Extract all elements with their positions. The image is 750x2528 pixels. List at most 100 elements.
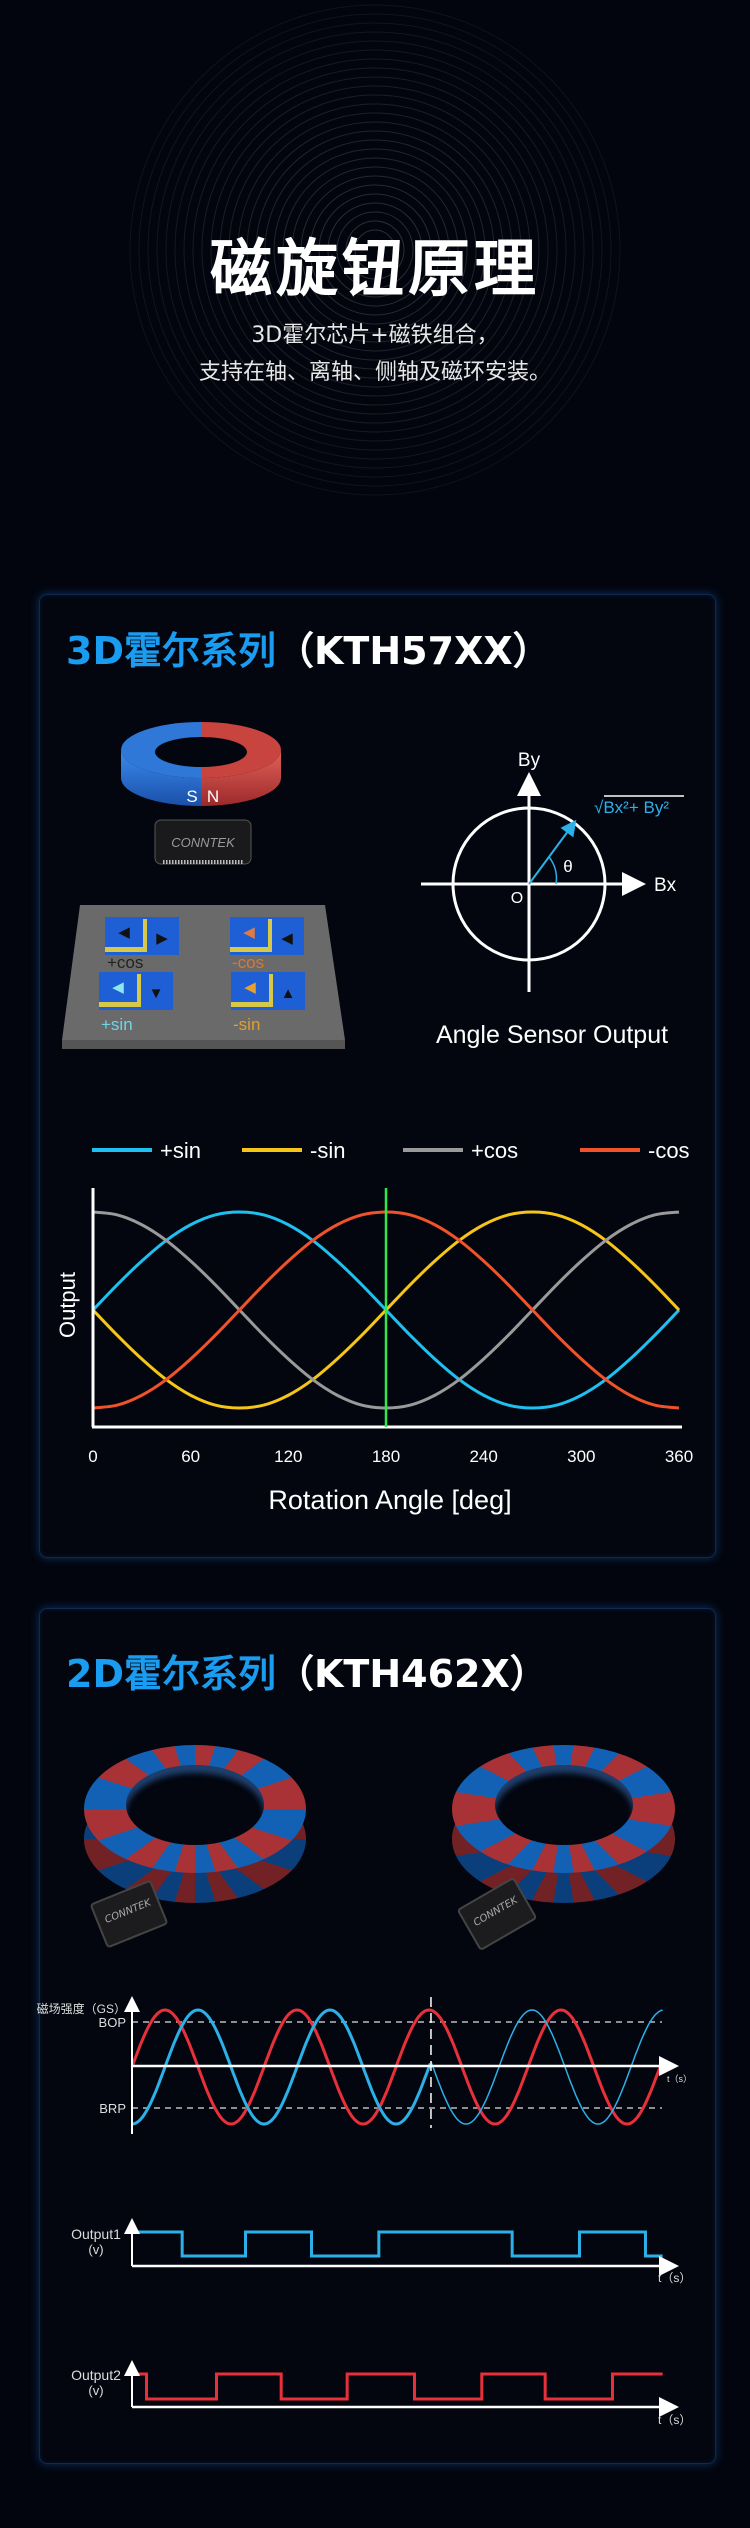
by-label: By [518, 750, 541, 771]
sensor-label: -cos [232, 953, 264, 972]
output2-unit: (v) [88, 2383, 103, 2398]
hero-ring [237, 112, 513, 388]
field-wave-blue [131, 2008, 432, 2126]
x-tick-label: 180 [372, 1447, 400, 1466]
page-title: 磁旋钮原理 [209, 232, 540, 305]
sensor-plate: ◀▶+cos◀◀-cos◀▼+sin◀▲-sin [62, 905, 345, 1049]
magnitude-formula: √Bx²+ By² [594, 798, 669, 817]
hero-ring [282, 157, 468, 343]
hero-ring [246, 121, 504, 379]
x-tick-label: 0 [88, 1447, 97, 1466]
brp-label: BRP [99, 2101, 126, 2116]
sensor-label: +cos [107, 953, 143, 972]
hero-ring [318, 193, 432, 307]
rotation-output-chart: +sin -sin +cos -cos 0 60 120 180 240 300 360 Outp… [55, 1138, 693, 1515]
hero-ring [309, 184, 441, 316]
hero-ring [300, 175, 450, 325]
section-3d-title: 3D霍尔系列（KTH57XX） [66, 620, 551, 675]
x-tick-label: 360 [665, 1447, 693, 1466]
legend-label: -sin [310, 1138, 345, 1163]
hero-ring [219, 94, 531, 406]
y-axis-label: 磁场强度（GS） [37, 2001, 126, 2016]
multipole-ring-magnet-right [452, 1745, 675, 1905]
theta-label: θ [563, 857, 572, 876]
field-wave-blue-reversed [430, 2009, 663, 2125]
output2-label: Output2 [71, 2367, 121, 2383]
hero-ring [327, 202, 423, 298]
hero-subtitle-line1: 3D霍尔芯片+磁铁组合， [251, 323, 499, 348]
hero-ring [138, 13, 612, 487]
hero-ring [345, 220, 405, 280]
arrow-icon: ▲ [281, 985, 296, 1002]
hero-ring [147, 22, 603, 478]
hero-rings-decoration [129, 4, 621, 496]
x-axis-label: Rotation Angle [deg] [268, 1485, 511, 1515]
hero-ring [264, 139, 486, 361]
ring-magnet-2-pole: S N [121, 722, 281, 806]
hero-ring [165, 40, 585, 460]
arrow-icon: ▶ [156, 930, 168, 947]
angle-sensor-diagram: By Bx O θ √Bx²+ By² Angle Sensor Output [421, 750, 684, 1049]
hall-sensor-element--cos: ◀ ◀ -cos [230, 917, 304, 972]
angle-diagram-caption: Angle Sensor Output [436, 1021, 668, 1049]
arrow-icon: ◀ [244, 979, 256, 996]
output2-chart: Output2 (v) t（s） [71, 2360, 691, 2427]
bx-label: Bx [654, 875, 677, 896]
y-axis-label: Output [55, 1272, 80, 1338]
hero-ring [336, 211, 414, 289]
arrow-icon: ◀ [112, 979, 124, 996]
section-2d-title-series: 2D霍尔系列 [66, 1652, 276, 1696]
legend-label: -cos [648, 1138, 690, 1163]
multipole-ring-magnet-left [84, 1745, 306, 1905]
arrow-icon: ◀ [118, 924, 130, 941]
hero-ring [354, 229, 396, 271]
field-vector [528, 819, 577, 885]
section-2d-title: 2D霍尔系列（KTH462X） [66, 1643, 548, 1698]
hero-ring [255, 130, 495, 370]
output2-wave [132, 2372, 663, 2401]
section-2d-title-model: （KTH462X） [275, 1652, 548, 1696]
time-axis-label: t（s） [658, 2413, 691, 2427]
arrow-icon: ◀ [281, 930, 293, 947]
hero-ring [291, 166, 459, 334]
hall-sensor-element--sin: ◀ ▲ -sin [231, 972, 305, 1034]
hero-ring [192, 67, 558, 433]
section-3d-title-model: （KTH57XX） [275, 629, 551, 673]
arrow-icon: ▼ [149, 985, 164, 1002]
output1-unit: (v) [88, 2242, 103, 2257]
x-tick-label: 300 [567, 1447, 595, 1466]
output1-wave [132, 2230, 663, 2258]
legend-label: +sin [160, 1138, 201, 1163]
origin-label: O [511, 890, 523, 907]
magnet-pole-s: S [186, 787, 197, 806]
x-tick-label: 120 [274, 1447, 302, 1466]
hall-sensor-element-+cos: ◀ ▶ +cos [105, 917, 179, 972]
hall-chip-3d: CONNTEK [154, 819, 252, 865]
sensor-label: -sin [233, 1015, 260, 1034]
field-strength-chart: 磁场强度（GS） BOP BRP t（s） [37, 1996, 692, 2134]
hero-ring [156, 31, 594, 469]
hall-sensor-element-+sin: ◀▼+sin [99, 972, 173, 1034]
hero-ring [273, 148, 477, 352]
output1-chart: Output1 (v) t（s） [71, 2218, 691, 2285]
arrow-icon: ◀ [243, 924, 255, 941]
hero-ring [183, 58, 567, 442]
hero-ring [228, 103, 522, 397]
section-3d-title-series: 3D霍尔系列 [66, 629, 276, 673]
time-axis-label: t（s） [658, 2271, 691, 2285]
x-tick-label: 60 [181, 1447, 200, 1466]
time-axis-label: t（s） [667, 2074, 692, 2084]
hero-ring [174, 49, 576, 451]
field-wave-red [130, 2008, 665, 2126]
hero-ring [210, 85, 540, 415]
magnet-pole-n: N [207, 787, 219, 806]
x-tick-label: 240 [469, 1447, 497, 1466]
legend-label: +cos [471, 1138, 518, 1163]
hero-subtitle-line2: 支持在轴、离轴、侧轴及磁环安装。 [198, 360, 551, 385]
bop-label: BOP [99, 2015, 126, 2030]
hero-ring [129, 4, 621, 496]
chip-logo: CONNTEK [171, 835, 236, 850]
hero-ring [201, 76, 549, 424]
output1-label: Output1 [71, 2226, 121, 2242]
